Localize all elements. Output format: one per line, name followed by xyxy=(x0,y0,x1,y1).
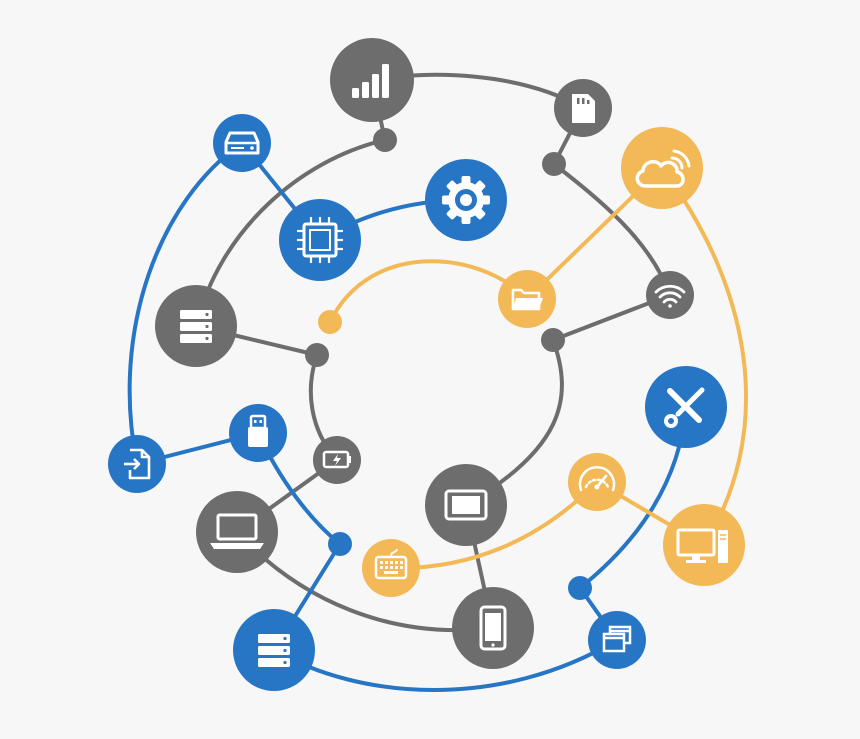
node-cpu-chip[interactable] xyxy=(279,199,361,281)
junction-dots xyxy=(305,128,592,600)
node-server-bottom[interactable] xyxy=(233,609,315,691)
battery-icon xyxy=(322,450,351,469)
laptop-icon xyxy=(210,513,264,549)
node-signal[interactable] xyxy=(330,38,414,122)
gear-icon xyxy=(442,176,490,224)
sd-card-icon xyxy=(572,94,595,123)
orange-link xyxy=(328,259,529,324)
node-laptop[interactable] xyxy=(196,491,278,573)
node-sd-card[interactable] xyxy=(554,79,612,137)
junction-dot xyxy=(305,343,329,367)
junction-dot xyxy=(373,128,397,152)
blue-link xyxy=(272,638,619,692)
node-server-left[interactable] xyxy=(155,285,237,367)
node-wifi[interactable] xyxy=(646,271,694,319)
node-desktop[interactable] xyxy=(663,504,745,586)
hard-drive-icon xyxy=(224,131,260,155)
desktop-computer-icon xyxy=(676,528,728,563)
cpu-chip-icon xyxy=(297,217,343,263)
speed-gauge-icon xyxy=(578,466,616,492)
node-folder[interactable] xyxy=(498,270,556,328)
junction-dot xyxy=(541,328,565,352)
node-hard-drive[interactable] xyxy=(213,114,271,172)
keyboard-icon xyxy=(374,548,408,580)
node-smartphone[interactable] xyxy=(452,587,534,669)
node-gauge[interactable] xyxy=(568,453,626,511)
file-transfer-icon xyxy=(124,448,151,480)
node-file-transfer[interactable] xyxy=(108,435,166,493)
orange-link xyxy=(389,480,599,571)
app-windows-icon xyxy=(602,625,632,653)
node-keyboard[interactable] xyxy=(362,539,420,597)
node-cloud[interactable] xyxy=(621,127,703,209)
node-gear[interactable] xyxy=(425,159,507,241)
node-battery[interactable] xyxy=(313,436,361,484)
junction-dot xyxy=(542,152,566,176)
usb-drive-icon xyxy=(248,414,268,447)
server-stack-icon xyxy=(258,634,290,667)
tablet-icon xyxy=(444,489,488,521)
node-tools[interactable] xyxy=(645,366,727,448)
server-stack-icon xyxy=(180,310,212,343)
orange-link xyxy=(660,166,749,547)
cloud-wifi-icon xyxy=(635,149,691,188)
blue-link xyxy=(127,141,244,466)
folder-icon xyxy=(511,288,543,311)
node-usb[interactable] xyxy=(229,404,287,462)
wrench-screwdriver-icon xyxy=(664,387,705,428)
junction-dot xyxy=(568,576,592,600)
signal-bars-icon xyxy=(352,64,389,98)
wifi-icon xyxy=(654,284,686,308)
smartphone-icon xyxy=(479,605,507,651)
node-windows[interactable] xyxy=(588,611,646,669)
junction-dot xyxy=(328,532,352,556)
node-tablet[interactable] xyxy=(425,464,507,546)
junction-dot xyxy=(318,310,342,334)
